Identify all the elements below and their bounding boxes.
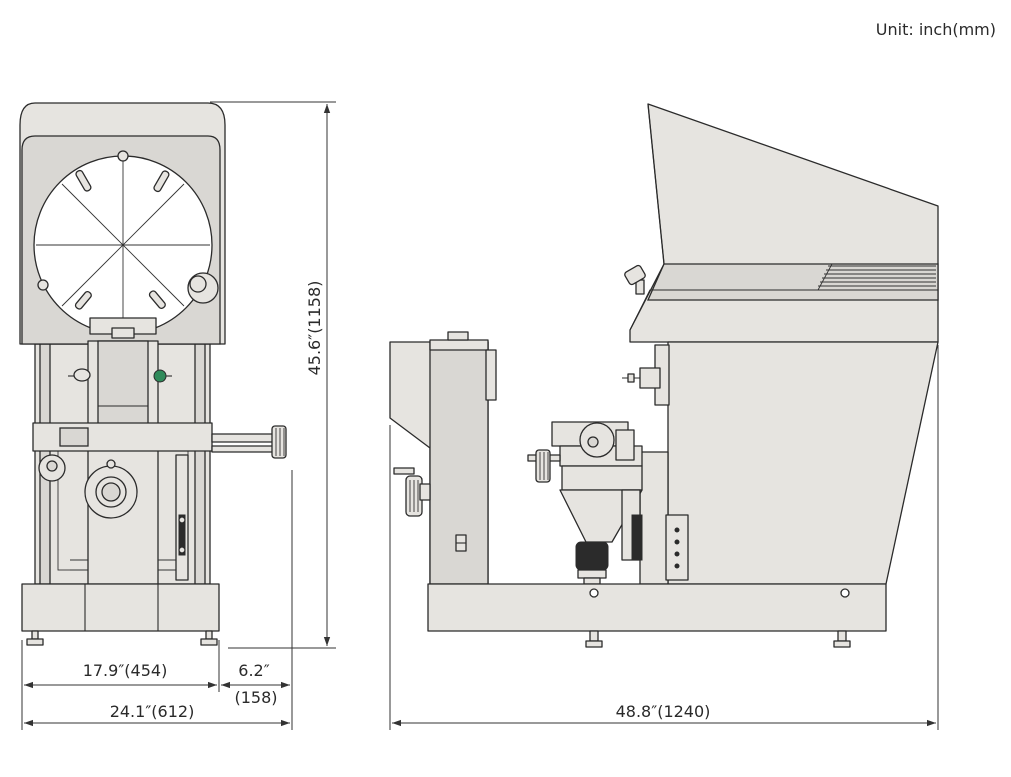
side-head	[629, 103, 939, 343]
dim-depth-label: 48.8″(1240)	[616, 702, 711, 721]
side-body	[667, 341, 939, 585]
objective-lens	[575, 541, 609, 571]
unit-label: Unit: inch(mm)	[875, 20, 996, 39]
side-view	[389, 103, 939, 648]
dim-offset-mm-label: (158)	[234, 688, 277, 707]
dim-base-width-label: 17.9″(454)	[83, 661, 168, 680]
dim-height-label: 45.6″(1158)	[305, 281, 324, 376]
dim-offset-in-label: 6.2″	[238, 661, 269, 680]
side-base	[427, 583, 887, 632]
front-view	[19, 102, 287, 646]
dim-total-width-label: 24.1″(612)	[110, 702, 195, 721]
front-base	[21, 583, 220, 632]
dimension-lines	[21, 101, 939, 730]
